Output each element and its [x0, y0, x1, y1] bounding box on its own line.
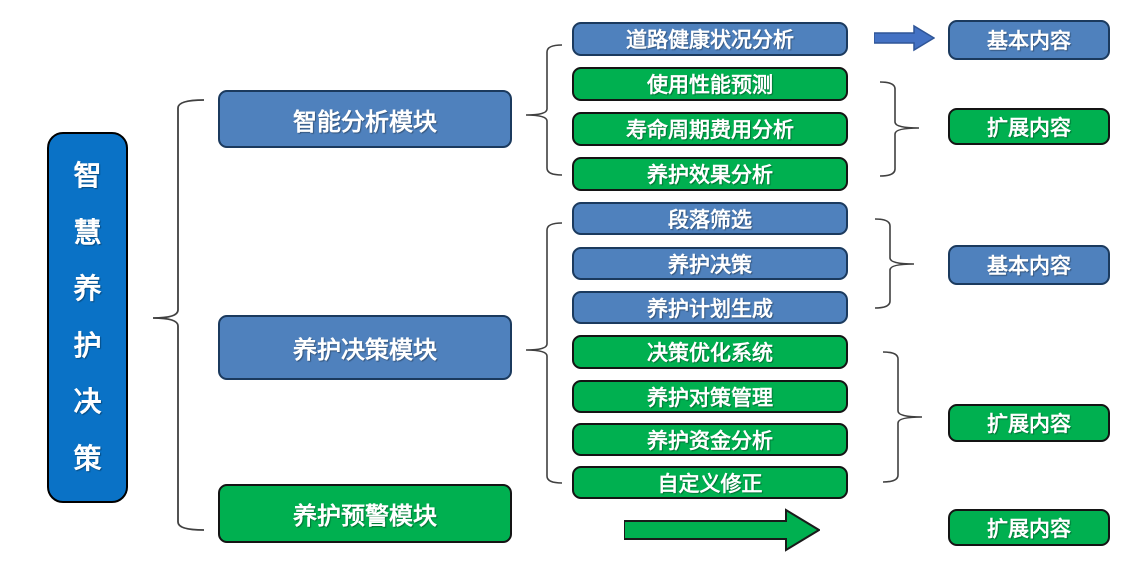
- arrow-right-blue-icon: [874, 24, 935, 52]
- root-char: 智: [73, 159, 102, 193]
- root-char: 护: [73, 328, 102, 362]
- arrow-right-green-icon: [624, 508, 820, 552]
- curly-brace-right-extended1-icon: [879, 81, 920, 177]
- item-fund-analysis: 养护资金分析: [572, 423, 848, 456]
- item-maintenance-plan-generation: 养护计划生成: [572, 291, 848, 324]
- root-char: 慧: [73, 215, 102, 249]
- root-node-smart-maintenance-decision: 智 慧 养 护 决 策: [47, 132, 128, 503]
- item-decision-optimization-system: 决策优化系统: [572, 335, 848, 369]
- item-maintenance-decision: 养护决策: [572, 247, 848, 280]
- item-custom-correction: 自定义修正: [572, 466, 848, 499]
- item-performance-prediction: 使用性能预测: [572, 67, 848, 101]
- tag-extended-content-2: 扩展内容: [948, 404, 1110, 442]
- item-road-health-analysis: 道路健康状况分析: [572, 22, 848, 56]
- root-char: 决: [73, 385, 102, 419]
- module-intelligent-analysis: 智能分析模块: [218, 90, 512, 148]
- tag-basic-content-2: 基本内容: [948, 245, 1110, 285]
- curly-brace-right-basic2-icon: [874, 218, 915, 309]
- root-char: 策: [73, 441, 102, 475]
- tag-basic-content-1: 基本内容: [948, 20, 1110, 60]
- tag-extended-content-1: 扩展内容: [948, 108, 1110, 145]
- curly-brace-right-extended2-icon: [882, 351, 923, 483]
- item-maintenance-effect-analysis: 养护效果分析: [572, 157, 848, 191]
- item-life-cycle-cost-analysis: 寿命周期费用分析: [572, 112, 848, 146]
- curly-brace-root-icon: [152, 99, 205, 531]
- item-countermeasure-management: 养护对策管理: [572, 380, 848, 413]
- tag-extended-content-3: 扩展内容: [948, 509, 1110, 546]
- item-section-screening: 段落筛选: [572, 202, 848, 235]
- module-maintenance-decision: 养护决策模块: [218, 315, 512, 380]
- curly-brace-decision-icon: [525, 222, 563, 484]
- module-maintenance-warning: 养护预警模块: [218, 484, 512, 543]
- root-char: 养: [73, 272, 102, 306]
- curly-brace-analysis-icon: [525, 44, 563, 176]
